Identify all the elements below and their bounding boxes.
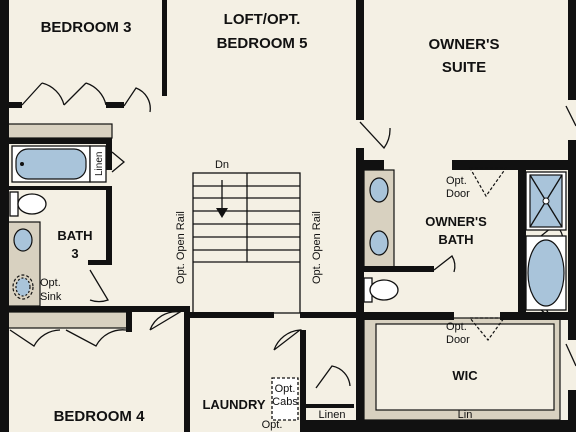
label-stairs-down: Dn xyxy=(215,159,229,171)
room-label-bedroom-4: BEDROOM 4 xyxy=(54,408,146,425)
label-opt-door-wic-line2: Door xyxy=(446,334,470,346)
owners-bath-sinks xyxy=(369,177,389,256)
bath3-toilet xyxy=(9,191,47,217)
room-label-loft-line2: BEDROOM 5 xyxy=(217,35,308,52)
room-label-bedroom-3: BEDROOM 3 xyxy=(41,19,132,36)
label-open-rail-right: Opt. Open Rail xyxy=(311,211,323,284)
bath3-sink xyxy=(13,228,33,252)
room-label-bath-3-line1: BATH xyxy=(57,228,92,243)
label-opt-door-wic-line1: Opt. xyxy=(446,321,467,333)
room-label-bath-3-line2: 3 xyxy=(71,246,78,261)
label-open-rail-left: Opt. Open Rail xyxy=(175,211,187,284)
owners-shower xyxy=(525,171,567,231)
room-label-owners-suite-line2: SUITE xyxy=(442,59,486,76)
label-opt-sink-line2: Sink xyxy=(40,291,62,303)
label-lin: Lin xyxy=(458,409,473,421)
label-opt-sink-line1: Opt. xyxy=(40,277,61,289)
bedroom4-closet-shelf xyxy=(7,311,131,329)
owners-tub xyxy=(525,235,567,311)
doors xyxy=(9,82,576,389)
label-opt-cabs-line3: Opt. xyxy=(262,419,283,431)
bedroom3-closet-shelf xyxy=(7,123,113,139)
stairs xyxy=(192,172,301,314)
bath3-opt-sink xyxy=(12,274,34,300)
label-opt-cabs-line2: Cabs xyxy=(272,396,298,408)
owners-bath-toilet xyxy=(363,277,399,303)
laundry-opt-cabs xyxy=(271,377,299,421)
opt-door-swing-owners-bath xyxy=(468,167,508,198)
label-linen-bottom: Linen xyxy=(319,409,346,421)
room-label-loft-line1: LOFT/OPT. xyxy=(224,11,301,28)
opt-door-swing-wic xyxy=(468,317,506,341)
bath3-tub xyxy=(11,145,91,183)
room-label-wic: WIC xyxy=(452,368,478,383)
room-label-owners-bath-line2: BATH xyxy=(438,232,473,247)
bath3-linen-closet xyxy=(89,145,107,183)
label-linen-closet: Linen xyxy=(94,152,105,176)
room-label-owners-suite-line1: OWNER'S xyxy=(428,36,499,53)
label-opt-door-owners-bath-line1: Opt. xyxy=(446,175,467,187)
room-label-owners-bath-line1: OWNER'S xyxy=(425,214,487,229)
label-opt-door-owners-bath-line2: Door xyxy=(446,188,470,200)
room-label-laundry: LAUNDRY xyxy=(202,397,265,412)
label-opt-cabs-line1: Opt. xyxy=(275,383,296,395)
